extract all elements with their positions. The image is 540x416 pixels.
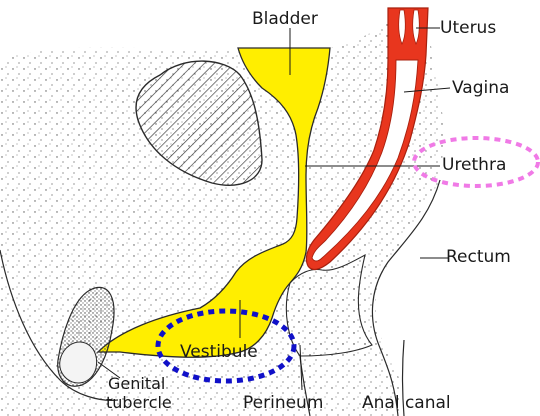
uterus-label: Uterus <box>440 18 496 38</box>
bladder-label: Bladder <box>252 9 318 29</box>
vestibule-label: Vestibule <box>180 342 258 362</box>
vagina-label: Vagina <box>452 78 509 98</box>
urethra-label: Urethra <box>442 155 506 175</box>
rectum-label: Rectum <box>446 247 511 267</box>
perineum-label: Perineum <box>243 393 323 413</box>
genital-tubercle-label-line2: tubercle <box>106 393 172 412</box>
genital-tubercle-label-line1: Genital <box>108 374 165 393</box>
anal-canal-label: Anal canal <box>362 393 451 413</box>
